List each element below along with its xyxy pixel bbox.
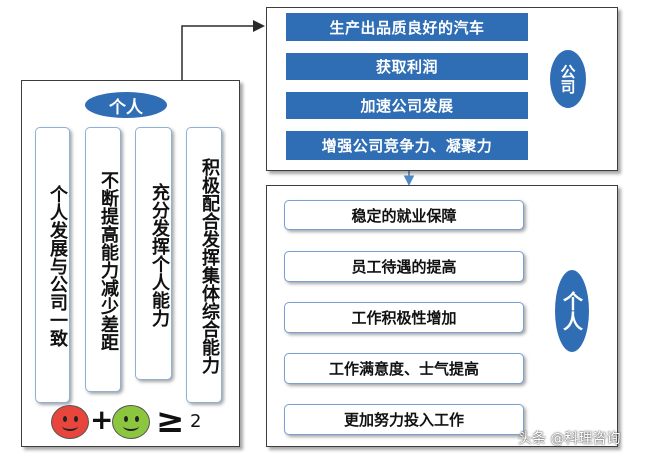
plus-sign: +: [90, 403, 114, 436]
individual-column-2: 不断提高能力减少差距: [85, 127, 121, 392]
employee-badge: 个人: [555, 270, 589, 352]
green-smiley-icon: [112, 405, 150, 439]
company-step-2: 获取利润: [286, 53, 528, 80]
employee-step-2: 员工待遇的提高: [284, 251, 524, 282]
employee-step-5: 更加努力投入工作: [284, 404, 524, 435]
formula-value: 2: [190, 411, 202, 432]
link-arrow-individual-to-company: [181, 20, 265, 80]
red-smiley-icon: [51, 405, 89, 439]
employee-step-3: 工作积极性增加: [284, 302, 524, 333]
company-step-1: 生产出品质良好的汽车: [286, 13, 528, 41]
company-step-4: 增强公司竞争力、凝聚力: [286, 131, 528, 160]
geq-sign: ≥: [156, 401, 185, 441]
company-step-3: 加速公司发展: [286, 92, 528, 119]
employee-step-1: 稳定的就业保障: [284, 200, 524, 230]
watermark: 头条 @科理咨询: [518, 431, 621, 447]
individual-column-3: 充分发挥个人能力: [135, 127, 172, 380]
individual-column-1: 个人发展与公司一致: [35, 127, 70, 403]
employee-step-4: 工作满意度、士气提高: [284, 353, 524, 384]
individual-column-4: 积极配合发挥集体综合能力: [186, 127, 222, 403]
company-badge: 公司: [550, 50, 586, 108]
individual-badge: 个人: [85, 92, 167, 118]
